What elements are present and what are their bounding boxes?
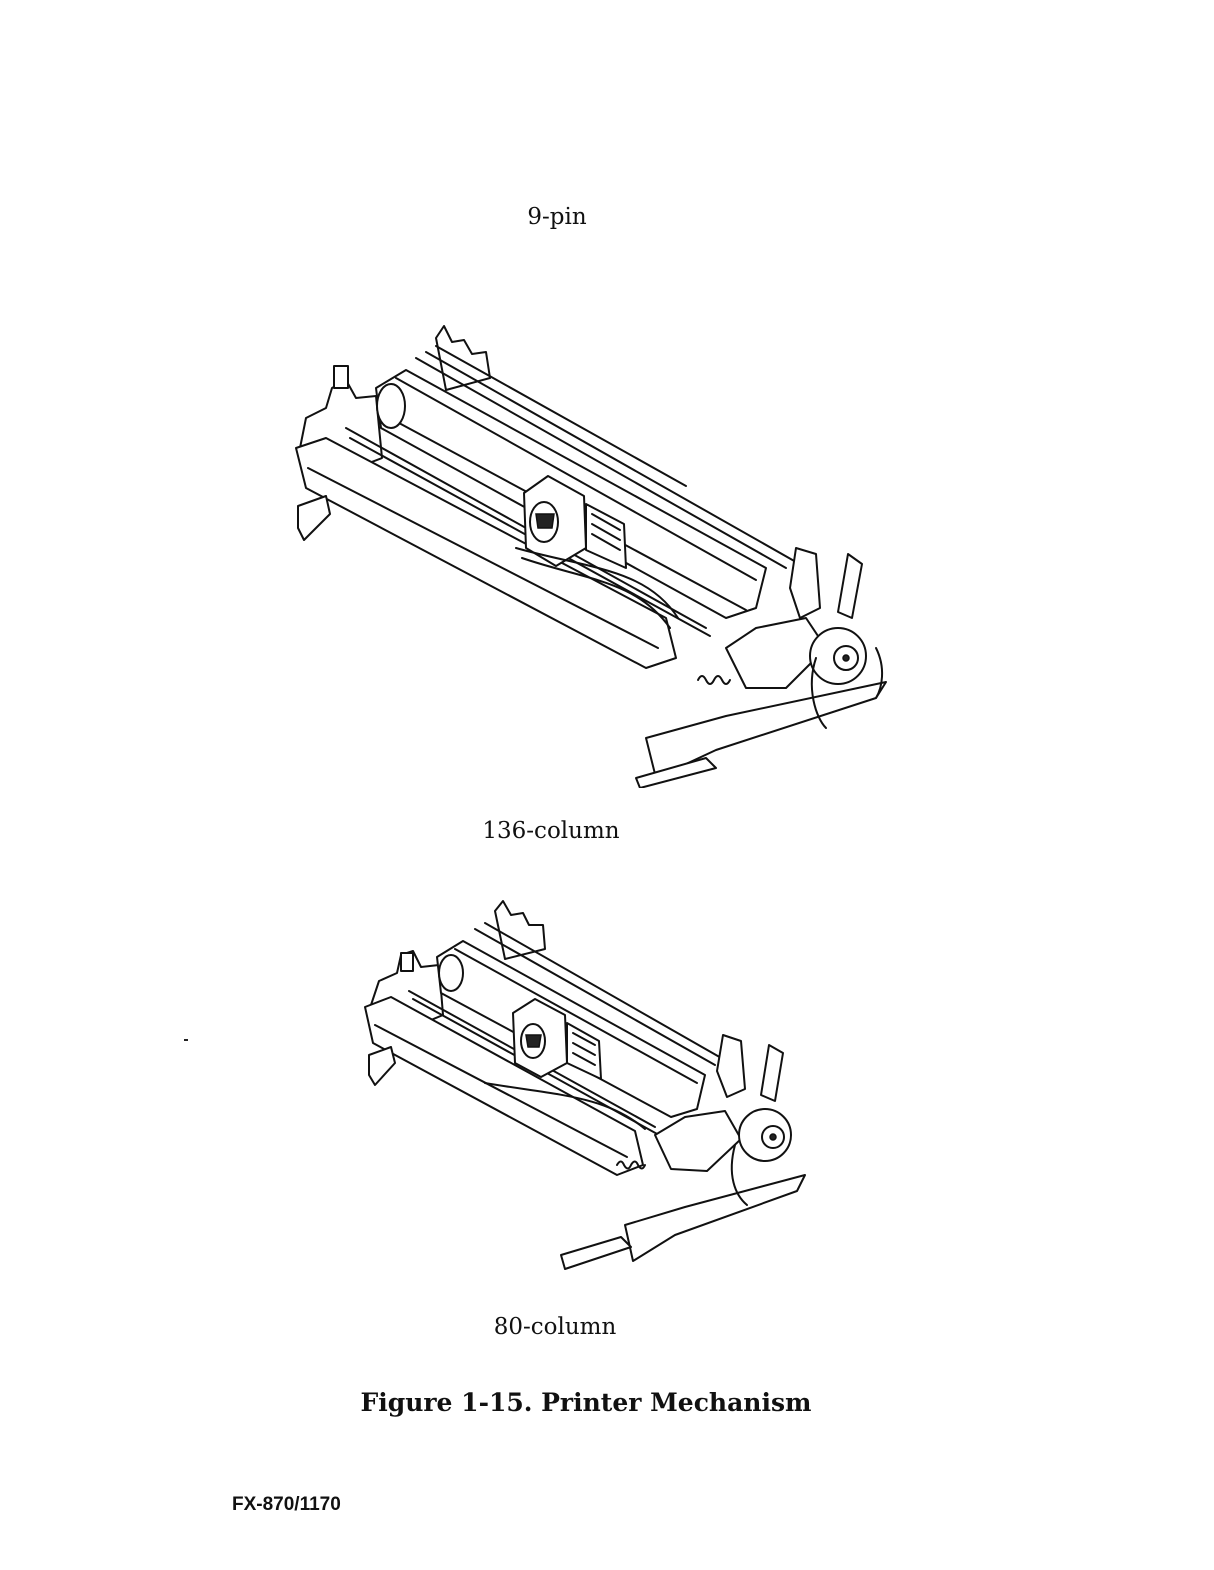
label-9-pin: 9-pin xyxy=(0,204,1114,230)
figure-title: Figure 1-15. Printer Mechanism xyxy=(0,1388,1172,1417)
printer-mechanism-136-column-illustration xyxy=(286,318,906,788)
printer-mechanism-80-column-illustration xyxy=(355,895,815,1285)
stray-mark xyxy=(184,1039,188,1041)
page-footer: FX-870/1170 xyxy=(232,1494,341,1516)
label-80-column: 80-column xyxy=(0,1314,1110,1340)
label-136-column: 136-column xyxy=(0,818,1102,844)
